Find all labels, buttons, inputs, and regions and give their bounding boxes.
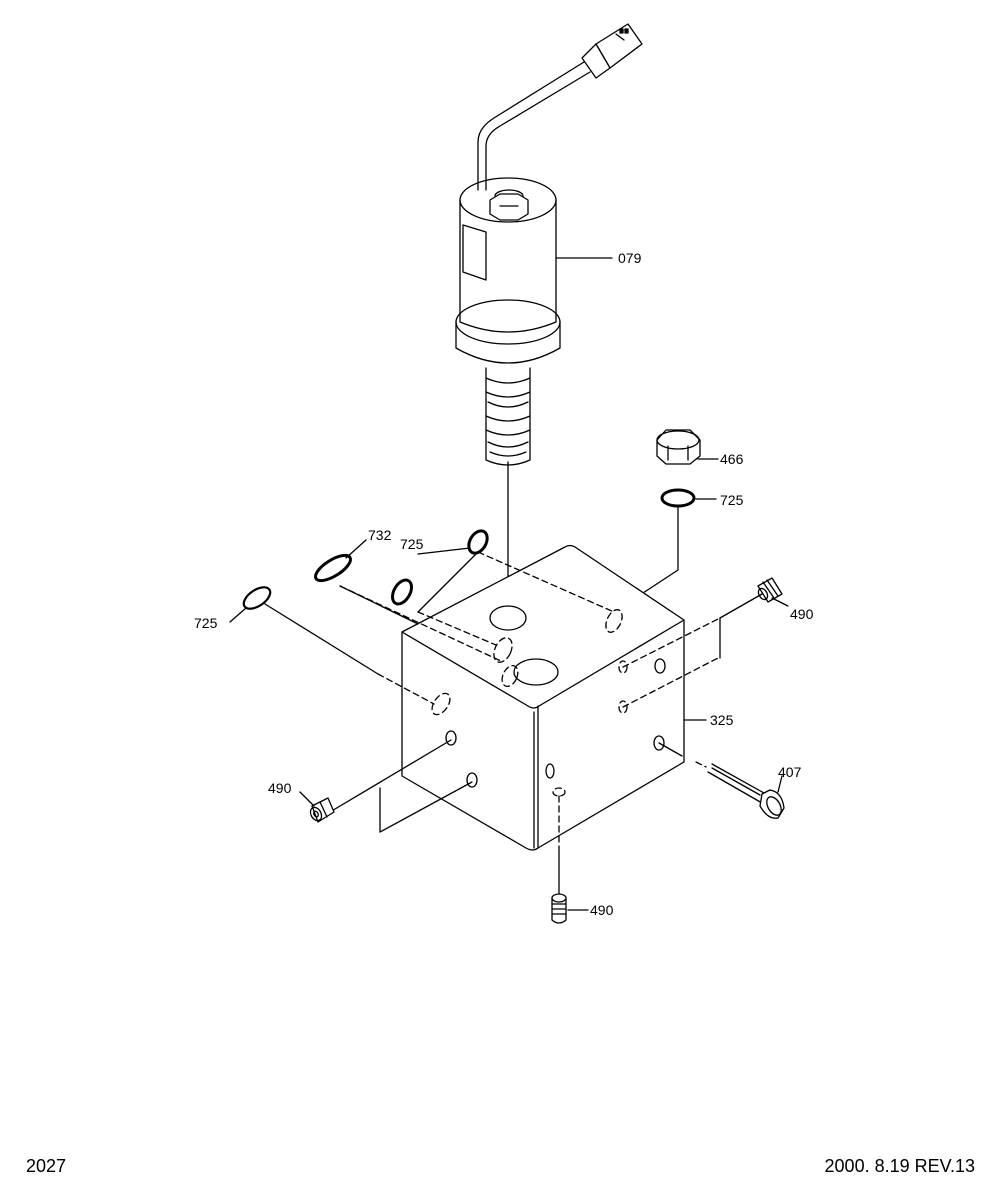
- set-screw-left: [309, 797, 335, 823]
- leader-lines: [264, 551, 763, 901]
- solenoid-valve: [455, 23, 643, 605]
- label-490-left: 490: [268, 780, 292, 796]
- plug-and-oring: [537, 429, 701, 663]
- label-490-bottom: 490: [590, 902, 614, 918]
- top-orings: [242, 529, 489, 610]
- label-732: 732: [368, 527, 392, 543]
- label-407: 407: [778, 764, 802, 780]
- label-725-left: 725: [194, 615, 218, 631]
- hidden-lines: [339, 551, 721, 849]
- set-screw-right: [757, 577, 783, 603]
- revision-date: 2000. 8.19 REV.13: [824, 1156, 975, 1176]
- socket-bolt: [707, 763, 785, 819]
- page-number: 2027: [26, 1156, 67, 1176]
- label-490-right: 490: [790, 606, 814, 622]
- label-325: 325: [710, 712, 734, 728]
- set-screw-bottom: [551, 893, 567, 924]
- valve-block: [401, 544, 685, 851]
- label-466: 466: [720, 451, 744, 467]
- label-079: 079: [618, 250, 642, 266]
- label-725-plug: 725: [720, 492, 744, 508]
- label-725-top: 725: [400, 536, 424, 552]
